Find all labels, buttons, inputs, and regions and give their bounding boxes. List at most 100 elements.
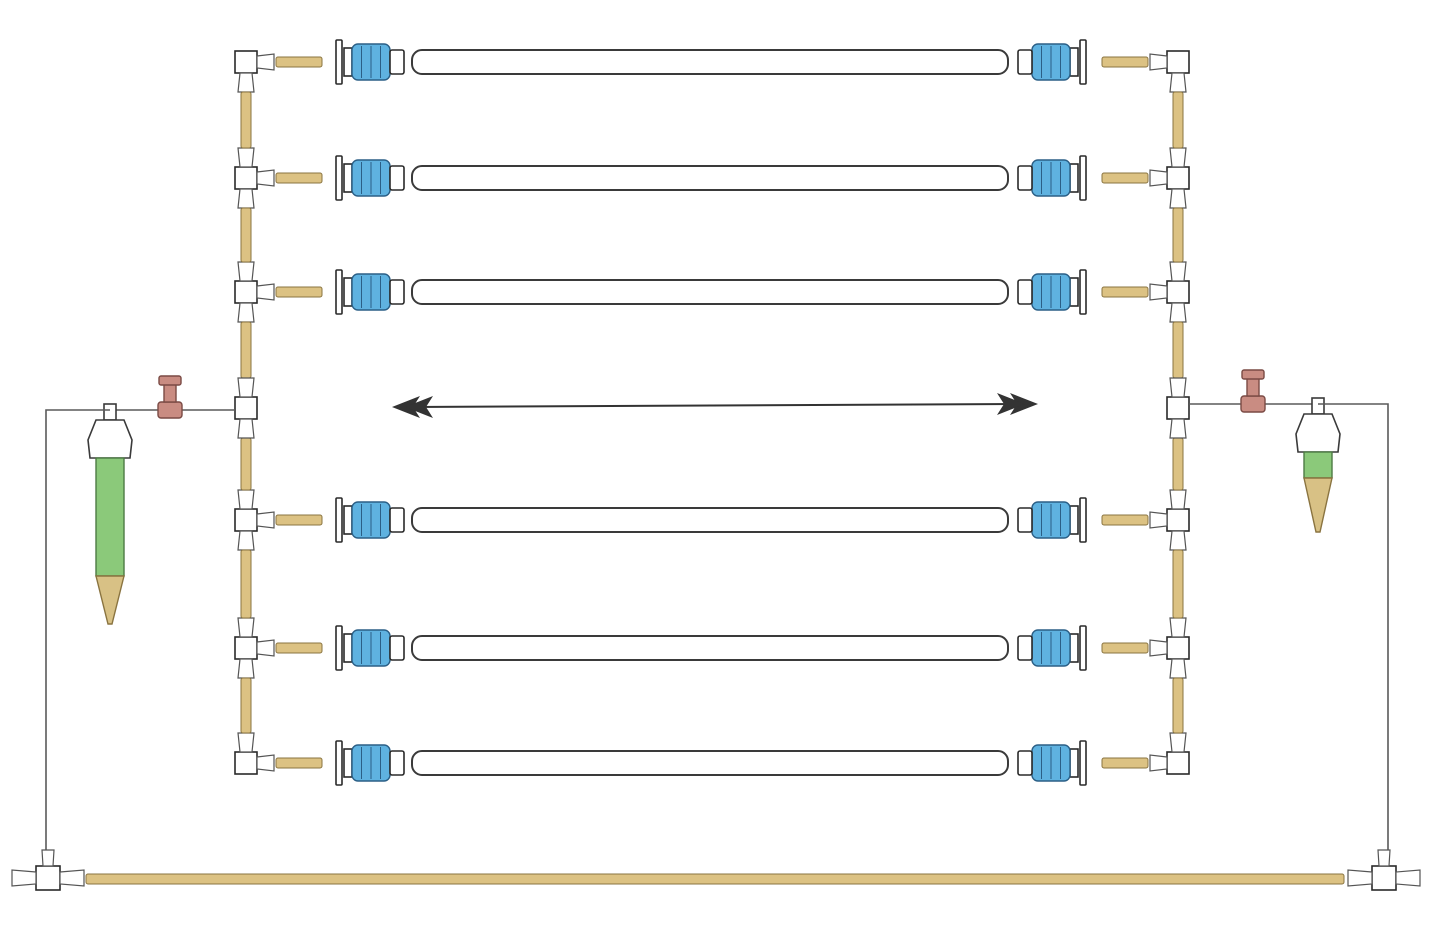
barb-up [237,377,255,398]
long-pipe [411,165,1009,191]
valve-stem [163,383,177,403]
arrow-head-left-2 [405,396,433,418]
manifold-tube-left [240,91,252,149]
manifold-tube-left [240,207,252,263]
tee-fitting [1166,508,1190,532]
long-pipe [411,279,1009,305]
manifold-tube-right [1172,321,1184,379]
manifold-tube-right [1172,437,1184,491]
filter-neck [1311,397,1325,415]
bottom-tee [1371,865,1397,891]
barb-up [41,849,55,867]
barb-out [256,283,275,301]
flange-plate [1079,39,1087,85]
barb-up [1169,732,1187,753]
cap-collar [1017,279,1033,305]
tee-fitting [1166,166,1190,190]
long-pipe [411,507,1009,533]
elbow-top-fitting [1166,50,1190,74]
elbow-top-fitting [234,50,258,74]
barb-out [1149,754,1168,772]
side-loops [11,369,1421,891]
flange-neck [343,47,353,77]
pipe-row-5 [234,617,1190,679]
link-tube-left [275,757,323,769]
flange-plate [335,740,343,786]
elbow-bottom-fitting [1166,751,1190,775]
flange-plate [335,155,343,201]
cap-collar [1017,49,1033,75]
pipe-row-4 [234,489,1190,551]
flange-neck [1069,47,1079,77]
barb-up [1169,147,1187,168]
manifold-tube-right [1172,549,1184,619]
tee-fitting [234,280,258,304]
tee-fitting [1166,636,1190,660]
flange-neck [1069,505,1079,535]
long-pipe [411,750,1009,776]
junction-tee [234,396,258,420]
flange-plate [1079,269,1087,315]
barb-down [237,658,255,679]
flange-plate [335,39,343,85]
barb-down [237,72,255,93]
manifold-tube-right [1172,677,1184,734]
return-wire [1318,403,1389,860]
pipe-row-1 [234,39,1190,93]
flange-neck [1069,277,1079,307]
barb-up [1169,489,1187,510]
barb-down [237,302,255,323]
valve-handle [158,375,182,386]
barb-down [237,530,255,551]
tee-fitting [234,636,258,660]
barb-out [256,511,275,529]
reservoir-green [95,457,125,577]
cap-collar [1017,635,1033,661]
manifold-tube-right [1172,207,1184,263]
reservoir-cone [1303,477,1333,533]
reservoir-cone [95,575,125,625]
link-tube-left [275,172,323,184]
long-pipe [411,635,1009,661]
barb-down [1169,72,1187,93]
barb-out [1149,169,1168,187]
cap-collar [1017,507,1033,533]
flow-arrow-line [411,403,1019,408]
long-pipe [411,49,1009,75]
elbow-bottom-fitting [234,751,258,775]
barb-up [1377,849,1391,867]
manifold-tube-left [240,549,252,619]
filter-housing [1295,413,1341,453]
flange-neck [1069,633,1079,663]
flange-neck [1069,748,1079,778]
pipe-row-6 [234,732,1190,786]
barb-out [1149,639,1168,657]
valve-body [1240,395,1266,413]
bottom-tube [85,873,1345,885]
cap-collar [389,507,405,533]
flange-neck [343,748,353,778]
barb-out [1149,283,1168,301]
filter-housing [87,419,133,459]
barb-up [237,489,255,510]
barb-down [237,188,255,209]
bottom-tee [35,865,61,891]
link-tube-left [275,642,323,654]
link-tube-right [1101,642,1149,654]
filter-neck [103,403,117,421]
link-tube-right [1101,172,1149,184]
valve-body [157,401,183,419]
junction-tee [1166,396,1190,420]
pipe-row-2 [234,147,1190,209]
flange-neck [1069,163,1079,193]
side-loop-right [1189,369,1389,860]
flange-plate [335,269,343,315]
barb-out [256,53,275,71]
link-tube-right [1101,56,1149,68]
cap-collar [389,635,405,661]
flange-neck [343,277,353,307]
link-tube-left [275,56,323,68]
flow-arrow [392,393,1038,418]
barb-down [1169,658,1187,679]
